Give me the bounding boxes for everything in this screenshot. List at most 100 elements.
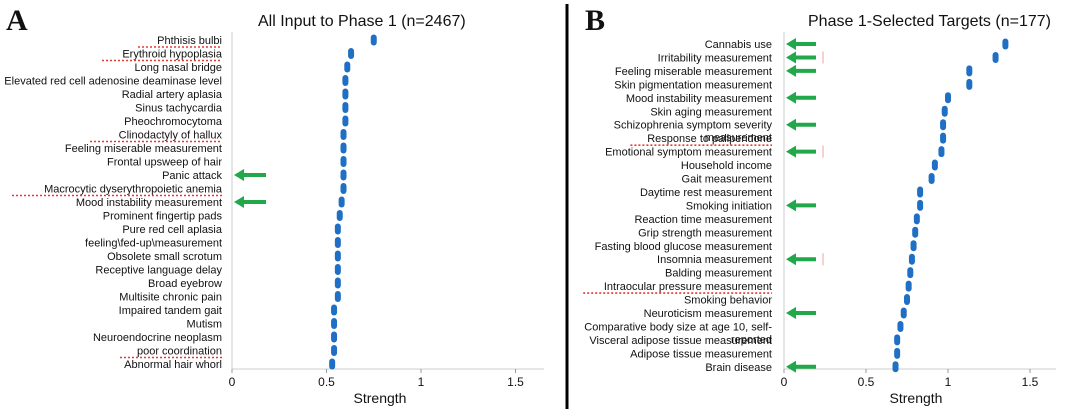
category-label-panic-attack: Panic attack (162, 170, 222, 182)
category-label-radial-artery-aplasia: Radial artery aplasia (122, 89, 223, 101)
data-point-neuroendocrine-neoplasm (331, 331, 338, 343)
category-label-household-income: Household income (681, 160, 772, 172)
category-label-line: reported (731, 334, 772, 346)
data-point-abnormal-hair-whorl (329, 358, 336, 370)
category-label-receptive-language-delay: Receptive language delay (95, 265, 222, 277)
x-tick-label: 1 (945, 375, 952, 389)
panel-b-x-label: Strength (890, 390, 943, 406)
category-label-response-to-paliperidone: Response to paliperidone (647, 133, 772, 145)
data-point-pheochromocytoma (342, 115, 349, 127)
data-point-daytime-rest-measurement (917, 186, 924, 198)
data-point-smoking-initiation (917, 199, 924, 211)
category-label-skin-pigmentation-measurement: Skin pigmentation measurement (614, 79, 772, 91)
category-label-multisite-chronic-pain: Multisite chronic pain (119, 292, 222, 304)
data-point-panic-attack (340, 169, 347, 181)
category-label-sinus-tachycardia: Sinus tachycardia (135, 103, 223, 115)
category-label-phthisis-bulbi: Phthisis bulbi (157, 35, 222, 47)
category-label-macrocytic-dyserythropoietic-anemia: Macrocytic dyserythropoietic anemia (44, 184, 223, 196)
category-label-long-nasal-bridge: Long nasal bridge (135, 62, 222, 74)
panel-a: A All Input to Phase 1 (n=2467) Strength… (4, 4, 544, 406)
x-tick-label: 0 (229, 375, 236, 389)
x-tick-label: 1.5 (1022, 375, 1039, 389)
category-label-mutism: Mutism (187, 319, 222, 331)
category-label-adipose-tissue-measurement: Adipose tissue measurement (630, 348, 772, 360)
category-label-skin-aging-measurement: Skin aging measurement (650, 106, 772, 118)
highlight-arrow-head (786, 145, 796, 158)
category-label-prominent-fingertip-pads: Prominent fingertip pads (103, 211, 223, 223)
category-label-pheochromocytoma: Pheochromocytoma (124, 116, 223, 128)
category-label-gait-measurement: Gait measurement (682, 174, 772, 186)
category-label-obsolete-small-scrotum: Obsolete small scrotum (107, 251, 222, 263)
data-point-comparative-body-size-at-age-10-self-reported (897, 320, 904, 332)
data-point-mutism (331, 318, 338, 329)
category-label-daytime-rest-measurement: Daytime rest measurement (640, 187, 772, 199)
data-point-broad-eyebrow (334, 277, 341, 289)
category-label-clinodactyly-of-hallux: Clinodactyly of hallux (119, 130, 223, 142)
data-point-grip-strength-measurement (912, 226, 919, 238)
x-tick-label: 1 (418, 375, 425, 389)
data-point-brain-disease (892, 361, 899, 373)
category-label-reaction-time-measurement: Reaction time measurement (634, 214, 772, 226)
category-label-balding-measurement: Balding measurement (665, 268, 772, 280)
data-point-intraocular-pressure-measurement (905, 280, 912, 292)
category-label-intraocular-pressure-measurement: Intraocular pressure measurement (604, 281, 772, 293)
highlight-arrow-head (234, 196, 244, 208)
data-point-feeling-miserable-measurement (340, 142, 347, 154)
x-tick-label: 0.5 (318, 375, 335, 389)
category-label-feeling-miserable-measurement: Feeling miserable measurement (65, 143, 222, 155)
category-label-abnormal-hair-whorl: Abnormal hair whorl (124, 359, 222, 371)
data-point-skin-pigmentation-measurement (966, 78, 973, 90)
data-point-receptive-language-delay (334, 264, 341, 275)
data-point-neuroticism-measurement (900, 307, 907, 319)
x-tick-label: 0.5 (858, 375, 875, 389)
data-point-insomnia-measurement (908, 253, 915, 265)
data-point-long-nasal-bridge (344, 61, 351, 73)
data-point-balding-measurement (907, 267, 914, 279)
data-point-frontal-upsweep-of-hair (340, 156, 347, 167)
data-point-emotional-symptom-measurement (938, 146, 945, 158)
panel-a-label: A (6, 4, 28, 37)
data-point-erythroid-hypoplasia (348, 48, 355, 59)
highlight-arrow-head (786, 91, 796, 104)
data-point-pure-red-cell-aplasia (334, 223, 341, 235)
x-tick-label: 1.5 (507, 375, 524, 389)
panel-b-label: B (585, 4, 605, 37)
data-point-reaction-time-measurement (913, 213, 920, 225)
category-label-broad-eyebrow: Broad eyebrow (148, 278, 222, 290)
category-label-smoking-behavior: Smoking behavior (684, 295, 772, 307)
category-label-irritability-measurement: Irritability measurement (658, 52, 772, 64)
highlight-arrow-head (234, 169, 244, 181)
category-label-feeling-fed-up-measurement: feeling\fed-up\measurement (85, 238, 222, 250)
panel-a-title: All Input to Phase 1 (n=2467) (258, 13, 466, 30)
highlight-arrow-head (786, 51, 796, 64)
category-label-emotional-symptom-measurement: Emotional symptom measurement (605, 147, 772, 159)
category-label-erythroid-hypoplasia: Erythroid hypoplasia (122, 49, 223, 61)
data-point-response-to-paliperidone (940, 132, 947, 144)
highlight-arrow-head (786, 64, 796, 77)
panel-b-title: Phase 1-Selected Targets (n=177) (808, 13, 1051, 30)
category-label-cannabis-use: Cannabis use (705, 39, 772, 51)
data-point-smoking-behavior (904, 294, 910, 306)
highlight-arrow-head (786, 307, 796, 319)
data-point-irritability-measurement (992, 51, 999, 63)
data-point-feeling-miserable-measurement (966, 65, 973, 77)
category-label-line: Schizophrenia symptom severity (614, 120, 773, 132)
category-label-insomnia-measurement: Insomnia measurement (657, 254, 772, 266)
category-label-poor-coordination: poor coordination (137, 346, 222, 358)
category-label-mood-instability-measurement: Mood instability measurement (76, 197, 222, 209)
data-point-macrocytic-dyserythropoietic-anemia (340, 183, 347, 194)
category-label-mood-instability-measurement: Mood instability measurement (626, 93, 772, 105)
data-point-visceral-adipose-tissue-measurement (894, 334, 901, 346)
category-label-impaired-tandem-gait: Impaired tandem gait (119, 305, 222, 317)
data-point-clinodactyly-of-hallux (340, 129, 347, 140)
category-label-smoking-initiation: Smoking initiation (686, 200, 772, 212)
highlight-arrow-head (786, 38, 796, 50)
panel-a-x-label: Strength (354, 390, 407, 406)
data-point-elevated-red-cell-adenosine-deaminase-level (342, 75, 349, 86)
data-point-impaired-tandem-gait (331, 304, 338, 316)
data-point-mood-instability-measurement (338, 196, 345, 208)
data-point-sinus-tachycardia (342, 102, 349, 113)
